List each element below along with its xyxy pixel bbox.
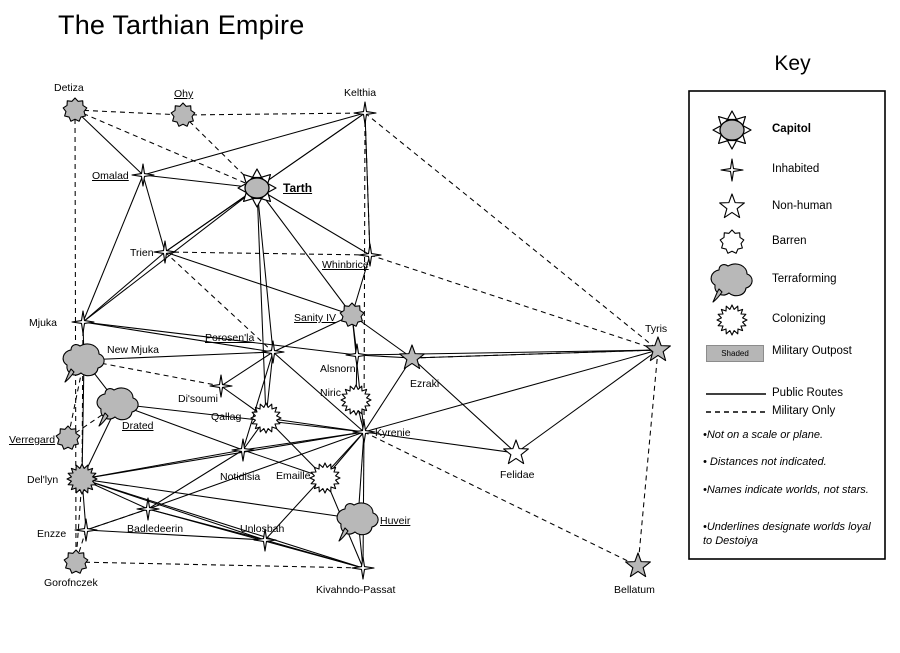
- world-node-ezraki[interactable]: [399, 344, 425, 370]
- world-label-gorofnczek: Gorofnczek: [44, 577, 98, 589]
- world-node-tarth[interactable]: [237, 168, 277, 208]
- world-label-badledeerin: Badledeerin: [127, 523, 184, 535]
- world-label-mjuka: Mjuka: [29, 317, 58, 329]
- key-panel: [688, 90, 886, 560]
- world-label-unlosbah: Unlosbah: [240, 523, 285, 535]
- world-label-tyris: Tyris: [645, 323, 668, 335]
- key-label-capitol-sun-icon: Capitol: [772, 123, 811, 135]
- world-node-new-mjuka[interactable]: [62, 343, 105, 383]
- world-node-mjuka[interactable]: [71, 310, 95, 334]
- key-label-nine-sided-burst-icon: Barren: [772, 235, 807, 247]
- key-icon-cloud-icon: [710, 263, 753, 303]
- key-label-solid-line-icon: Public Routes: [772, 387, 843, 399]
- world-label-kelthia: Kelthia: [344, 87, 377, 99]
- key-note-3: •Names indicate worlds, not stars.: [703, 484, 869, 496]
- world-label-qallag: Qallag: [211, 411, 242, 423]
- world-label-kivahndo-passat: Kivahndo-Passat: [316, 584, 396, 596]
- key-heading: Key: [774, 52, 811, 75]
- world-label-kyrenie: Kyrenie: [375, 427, 411, 439]
- world-label-emaille: Emaille: [276, 470, 311, 482]
- world-label-tarth: Tarth: [283, 181, 313, 195]
- world-node-enzze[interactable]: [74, 518, 98, 542]
- key-icon-five-point-star-icon: [719, 193, 745, 219]
- world-node-di-soumi[interactable]: [209, 374, 233, 398]
- world-node-kyrenie[interactable]: [352, 420, 376, 444]
- world-label-trien: Trien: [130, 247, 154, 259]
- world-node-detiza[interactable]: [62, 97, 88, 122]
- world-node-bellatum[interactable]: [625, 552, 651, 578]
- world-label-del-lyn: Del'lyn: [27, 474, 59, 486]
- world-label-di-soumi: Di'soumi: [178, 393, 218, 405]
- key-icon-nine-sided-burst-icon: [719, 229, 745, 254]
- world-node-huveir[interactable]: [336, 502, 379, 542]
- key-note-4: •Underlines designate worlds loyal to De…: [703, 521, 871, 547]
- world-label-alsnorn: Alsnorn: [320, 363, 356, 375]
- world-node-kelthia[interactable]: [353, 101, 377, 125]
- world-node-kivahndo-passat[interactable]: [351, 556, 375, 580]
- world-node-sanity-iv[interactable]: [339, 302, 365, 327]
- world-node-whinbrice[interactable]: [358, 243, 382, 267]
- world-node-omalad[interactable]: [131, 163, 155, 187]
- world-node-niric[interactable]: [340, 384, 372, 416]
- world-node-drated[interactable]: [96, 387, 139, 427]
- world-label-detiza: Detiza: [54, 82, 84, 94]
- key-icon-four-point-star-icon: [720, 158, 744, 182]
- world-label-sanity-iv: Sanity IV: [294, 312, 337, 324]
- world-node-alsnorn[interactable]: [345, 343, 369, 367]
- world-label-niric: Niric: [320, 387, 341, 399]
- world-node-tyris[interactable]: [645, 336, 671, 362]
- key-label-four-point-star-icon: Inhabited: [772, 163, 820, 175]
- world-node-gorofnczek[interactable]: [63, 549, 89, 574]
- world-node-porosen-la[interactable]: [261, 340, 285, 364]
- world-node-notidisia[interactable]: [231, 438, 255, 462]
- world-node-unlosbah[interactable]: [253, 528, 277, 552]
- world-node-badledeerin[interactable]: [136, 497, 160, 521]
- world-label-ohy: Ohy: [174, 88, 194, 100]
- key-label-cloud-icon: Terraforming: [772, 273, 837, 285]
- world-node-verregard[interactable]: [55, 425, 81, 450]
- world-label-bellatum: Bellatum: [614, 584, 655, 596]
- key-icon-shaded-swatch-icon: Shaded: [706, 345, 764, 362]
- key-label-dashed-line-icon: Military Only: [772, 405, 836, 417]
- world-node-emaille[interactable]: [309, 462, 341, 494]
- key-icon-capitol-sun-icon: [712, 110, 752, 150]
- world-label-felidae: Felidae: [500, 469, 535, 481]
- world-node-ohy[interactable]: [170, 102, 196, 127]
- key-icon-spiky-burst-icon: [716, 304, 748, 336]
- key-label-military-outpost: Military Outpost: [772, 345, 852, 357]
- world-node-qallag[interactable]: [250, 402, 282, 434]
- world-label-notidisia: Notidisia: [220, 471, 261, 483]
- world-node-del-lyn[interactable]: [66, 463, 98, 495]
- world-label-ezraki: Ezraki: [410, 378, 440, 390]
- world-label-drated: Drated: [122, 420, 154, 432]
- key-label-five-point-star-icon: Non-human: [772, 200, 833, 212]
- world-node-trien[interactable]: [153, 240, 177, 264]
- world-label-omalad: Omalad: [92, 170, 129, 182]
- key-note-1: •Not on a scale or plane.: [703, 429, 824, 441]
- world-label-whinbrice: Whinbrice: [322, 259, 369, 271]
- world-label-porosen-la: Porosen'la: [205, 332, 255, 344]
- key-note-2: • Distances not indicated.: [703, 456, 827, 468]
- world-label-new-mjuka: New Mjuka: [107, 344, 159, 356]
- key-label-spiky-burst-icon: Colonizing: [772, 313, 826, 325]
- world-label-huveir: Huveir: [380, 515, 411, 527]
- world-label-enzze: Enzze: [37, 528, 67, 540]
- world-node-felidae[interactable]: [503, 439, 529, 465]
- page-title: The Tarthian Empire: [58, 10, 305, 40]
- world-label-verregard: Verregard: [9, 434, 56, 446]
